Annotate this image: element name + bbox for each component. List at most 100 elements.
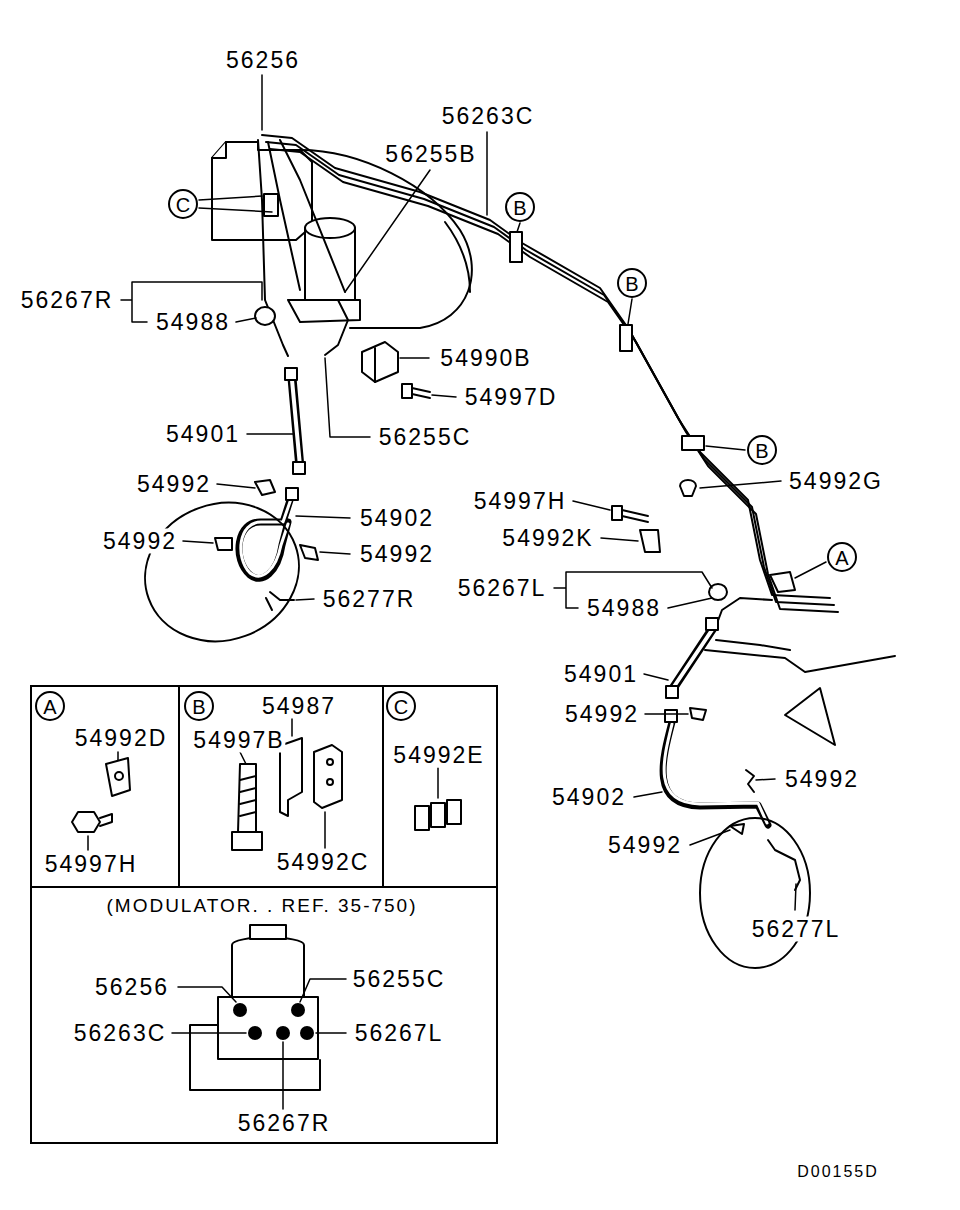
callout-number: 54992: [562, 702, 640, 727]
inset-c-parts: [415, 806, 429, 830]
junction-block: [374, 348, 376, 382]
leader-line: [700, 481, 781, 488]
reference-letter: B: [513, 198, 526, 218]
front-right-pipes: [640, 530, 660, 552]
callout-number: 56277R: [320, 587, 417, 612]
junction-block: [362, 342, 430, 398]
brake-pipe-bundle: [266, 142, 834, 605]
callout-number: 56263C: [439, 104, 536, 129]
front-left-hose: [292, 378, 300, 468]
front-right-pipes: [612, 506, 622, 520]
inset-a-parts: [106, 758, 130, 796]
callout-number: 54988: [153, 310, 231, 335]
callout-number: 56255C: [376, 425, 473, 450]
front-right-hose: [663, 722, 768, 825]
front-right-pipes: [785, 688, 835, 745]
reference-letter: C: [394, 697, 408, 717]
reference-circle: B: [747, 435, 777, 465]
inset-c-parts: [447, 800, 461, 824]
hose-clips: [690, 708, 706, 720]
front-right-pipes: [716, 640, 790, 650]
front-right-hose: [768, 840, 800, 890]
leader-line: [573, 501, 610, 510]
diagram-code: D00155D: [794, 1163, 880, 1181]
front-right-pipes: [680, 480, 696, 496]
circle-outline: [506, 193, 534, 221]
pipe-brackets: [620, 325, 632, 351]
reference-letter: B: [625, 274, 638, 294]
panel-title: (MODULATOR. . REF. 35-750): [106, 896, 417, 915]
hose-clips: [215, 480, 754, 834]
front-right-hose: [665, 710, 677, 722]
reference-circle: C: [168, 189, 198, 219]
brake-pipe-bundle: [262, 135, 838, 612]
booster-outline: [445, 222, 470, 292]
junction-block: [362, 342, 398, 382]
callout-number: 54992K: [499, 526, 594, 551]
front-right-hose: [700, 818, 810, 968]
inset-b-parts: [240, 776, 256, 816]
inset-a-parts: [72, 812, 100, 832]
callout-number: 54902: [357, 506, 435, 531]
leader-line: [199, 208, 272, 212]
leader-line: [690, 830, 730, 845]
leader-line: [756, 779, 775, 780]
part-number: 54997B: [190, 728, 285, 753]
callout-number: 56255B: [382, 142, 477, 167]
inset-b-parts: [232, 832, 262, 850]
hose-clips: [215, 538, 232, 550]
leader-line: [247, 433, 293, 435]
leader-line: [644, 674, 668, 680]
callout-number: 54992: [357, 542, 435, 567]
circle-outline: [828, 543, 856, 571]
inset-panel: C54992E: [382, 685, 498, 888]
reference-letter: B: [192, 697, 205, 717]
front-right-pipes: [716, 598, 772, 626]
leader-line: [121, 75, 826, 910]
callout-number: 56256: [223, 48, 301, 73]
leader-line: [706, 446, 745, 450]
inset-panel: A54992D54997H: [30, 685, 180, 888]
circle-outline: [169, 190, 197, 218]
modulator-unit: [233, 1003, 247, 1017]
callout-number: 54997D: [462, 385, 559, 410]
hose-clips: [746, 770, 754, 792]
front-left-hose: [285, 368, 297, 380]
leader-line: [296, 516, 350, 518]
part-number: 56267R: [235, 1111, 332, 1136]
callout-number: 54901: [561, 662, 639, 687]
leader-line: [199, 196, 262, 200]
brake-pipe-bundle: [262, 135, 830, 598]
front-left-pipes: [325, 300, 348, 355]
reference-circle: A: [35, 691, 65, 721]
leader-line: [601, 538, 638, 541]
master-cylinder: [305, 218, 355, 238]
callout-number: 54992G: [786, 469, 884, 494]
front-right-hose: [673, 630, 712, 688]
leader-line: [668, 598, 712, 608]
inset-c-parts: [437, 768, 439, 798]
callout-number: 56277L: [749, 917, 842, 942]
leader-line: [296, 599, 314, 600]
modulator-unit: [232, 938, 304, 1001]
leader-line: [795, 884, 796, 910]
callout-number: 54992: [782, 767, 860, 792]
master-cylinder: [288, 218, 360, 322]
master-cylinder: [288, 300, 360, 322]
part-number: 54992C: [274, 850, 371, 875]
junction-block: [402, 384, 412, 398]
part-number: 56256: [92, 975, 170, 1000]
pipe-brackets: [682, 436, 704, 450]
leader-line: [400, 357, 429, 359]
leader-line: [645, 713, 688, 715]
callout-number: 54992: [100, 529, 178, 554]
front-left-caliper-pipe: [125, 481, 318, 662]
illustration: [72, 75, 895, 1109]
circle-outline: [185, 692, 213, 720]
hose-clips: [300, 545, 318, 560]
modulator-unit: [172, 979, 346, 1109]
front-right-hose: [672, 628, 713, 690]
reference-circle: C: [386, 691, 416, 721]
front-left-hose: [292, 380, 300, 466]
front-left-pipes: [264, 194, 278, 216]
